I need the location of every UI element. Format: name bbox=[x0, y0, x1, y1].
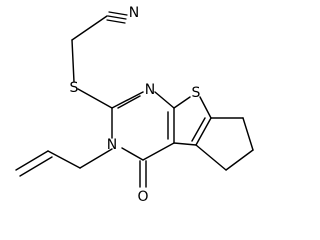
allyl-double-bond-line-1 bbox=[15, 150, 49, 171]
pyrimidine-double-bond-c2-n3 bbox=[117, 95, 141, 109]
nitrile-triple-bond-line-1 bbox=[108, 11, 128, 16]
thioether-to-pyrimidine-bond bbox=[77, 88, 113, 109]
cyclopentane-bond-4 bbox=[195, 144, 227, 171]
pyrimidine-bond-c6-n1 bbox=[121, 147, 144, 161]
nitrile-triple-bond-line-3 bbox=[106, 19, 126, 24]
chemical-structure-diagram: N S N S N O bbox=[15, 5, 254, 205]
thiophene-bond-c3a-c5 bbox=[173, 142, 197, 146]
thiophene-bond-c7a-c3a bbox=[195, 117, 212, 146]
methylene-to-thioether-bond bbox=[71, 39, 75, 83]
nitrile-triple-bond-line-2 bbox=[107, 15, 127, 20]
thiophene-bond-c4-s bbox=[173, 96, 191, 109]
allyl-bond-ch2-ch bbox=[47, 150, 81, 169]
carbonyl-oxygen-label: O bbox=[137, 189, 148, 205]
pyrimidine-bond-c2-n3 bbox=[111, 91, 144, 109]
allyl-double-bond-line-2 bbox=[19, 156, 53, 177]
thiophene-double-bond-c7a-c3a bbox=[191, 117, 206, 142]
pyrimidine-bond-n3-c4 bbox=[154, 91, 175, 109]
pyrimidine-nitrogen-top-label: N bbox=[145, 82, 155, 98]
thioether-sulfur-label: S bbox=[70, 80, 79, 96]
thiophene-sulfur-label: S bbox=[192, 85, 201, 101]
chemical-structure-canvas: N S N S N O bbox=[15, 5, 254, 205]
allyl-bond-n-ch2 bbox=[79, 148, 113, 169]
cyclopentane-bond-3 bbox=[225, 149, 254, 171]
pyrimidine-nitrogen-allyl-label: N bbox=[107, 137, 117, 153]
cyclopentane-bond-2 bbox=[242, 117, 254, 151]
nitrile-nitrogen-label: N bbox=[129, 5, 139, 21]
thiophene-bond-s-c7a bbox=[199, 96, 212, 119]
pyrimidine-bond-c5-c6 bbox=[142, 142, 175, 161]
nitrile-carbon-bond bbox=[71, 15, 108, 41]
